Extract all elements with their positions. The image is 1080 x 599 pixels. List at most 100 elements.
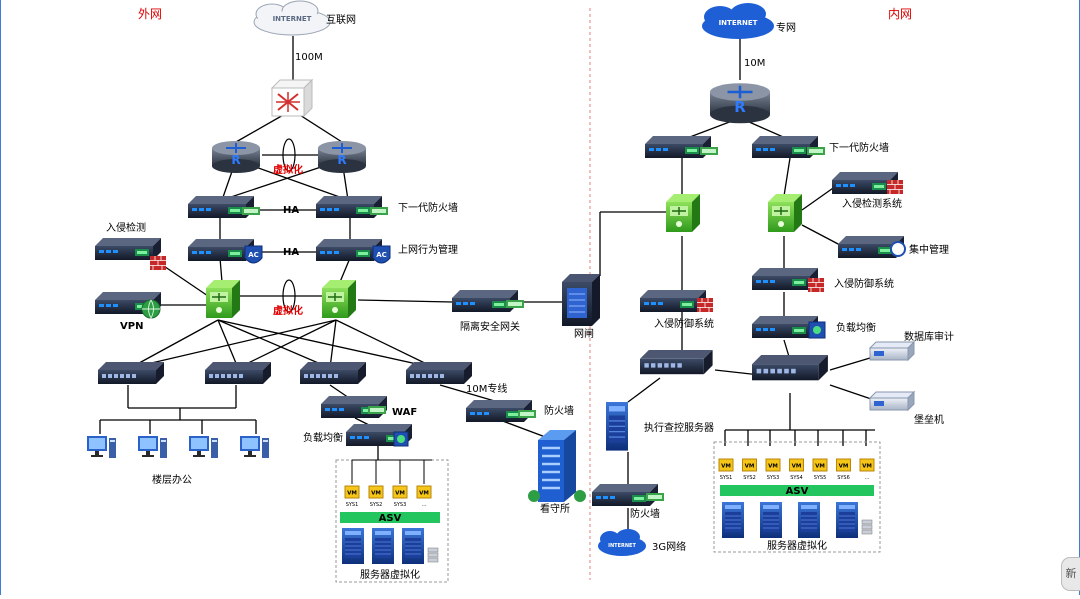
dedicated-line-label: 10M专线 xyxy=(466,382,507,395)
vm-row: VMSYS1VMSYS2VMSYS3VMSYS4VMSYS5VMSYS6VM..… xyxy=(718,458,875,481)
disk-stack-icon xyxy=(427,547,439,563)
vm-label: VM xyxy=(792,464,802,470)
isolation-gateway-label: 隔离安全网关 xyxy=(460,320,520,333)
guard-firewall-label: 防火墙 xyxy=(544,404,574,417)
internal-core-right-icon xyxy=(767,193,803,233)
sys-label: SYS3 xyxy=(767,475,780,481)
cloud-text: INTERNET xyxy=(719,19,758,27)
sys-label: ... xyxy=(422,502,427,508)
internal-core-left-icon xyxy=(665,193,701,233)
cloud-text: INTERNET xyxy=(273,15,312,23)
vm-label: VM xyxy=(721,464,731,470)
private-network-cloud-icon: INTERNET xyxy=(702,3,774,39)
server-icon xyxy=(721,501,745,539)
vm-label: VM xyxy=(371,491,381,497)
globe-icon xyxy=(141,299,161,319)
ng-firewall-label: 下一代防火墙 xyxy=(829,141,889,154)
sys-label: SYS2 xyxy=(743,475,756,481)
vm-box xyxy=(368,485,384,499)
firewall-brick-icon xyxy=(807,277,825,293)
cloud-text: INTERNET xyxy=(608,543,636,549)
asv-bar xyxy=(720,485,874,496)
vm-box xyxy=(765,458,781,472)
db-audit-label: 数据库审计 xyxy=(904,330,954,343)
border-router-icon xyxy=(270,78,314,118)
vm-label: VM xyxy=(347,491,357,497)
vm-label: VM xyxy=(768,464,778,470)
guard-label: 看守所 xyxy=(540,502,570,515)
office-label: 楼层办公 xyxy=(152,473,192,486)
sys-label: ... xyxy=(865,475,870,481)
gatekeeper-icon xyxy=(562,274,600,326)
access-switch-icon xyxy=(205,362,271,384)
vm-box xyxy=(812,458,828,472)
server-icon xyxy=(759,501,783,539)
3g-cloud-icon: INTERNET xyxy=(598,529,646,556)
internal-switch-left-icon xyxy=(640,350,713,375)
central-mgmt-label: 集中管理 xyxy=(909,243,949,256)
mgmt-badge-icon xyxy=(890,241,906,257)
disk-stack-icon xyxy=(861,519,873,535)
bandwidth-label: 10M xyxy=(744,58,765,69)
sys-label: SYS6 xyxy=(837,475,850,481)
vm-box xyxy=(742,458,757,472)
internal-load-balancer-label: 负载均衡 xyxy=(836,321,876,334)
core-switch-right-icon xyxy=(321,279,357,319)
firewall-module-icon xyxy=(370,207,388,215)
ac-text: AC xyxy=(376,251,387,259)
gatekeeper-label: 网闸 xyxy=(574,327,594,340)
vm-box xyxy=(789,458,804,472)
private-network-label: 专网 xyxy=(776,21,796,34)
sys-label: SYS2 xyxy=(370,502,383,508)
behavior-mgmt-left-icon xyxy=(188,239,254,261)
router-left-icon xyxy=(211,140,261,174)
corner-badge[interactable]: 新 xyxy=(1061,557,1080,591)
ids-system-label: 入侵检测系统 xyxy=(842,197,902,210)
sys-label: SYS5 xyxy=(814,475,827,481)
ids-label: 入侵检测 xyxy=(106,221,146,234)
vm-label: VM xyxy=(839,464,849,470)
asv-label: ASV xyxy=(786,486,809,497)
sys-label: SYS3 xyxy=(394,502,407,508)
bastion-device-icon xyxy=(868,390,916,412)
asv-label: ASV xyxy=(379,513,402,524)
3g-network-label: 3G网络 xyxy=(652,540,686,553)
vm-label: VM xyxy=(419,491,429,497)
server-icon xyxy=(371,527,395,565)
zone-label-external: 外网 xyxy=(138,7,162,21)
behavior-mgmt-label: 上网行为管理 xyxy=(398,243,458,256)
internet-label: 互联网 xyxy=(326,14,356,26)
internal-server-virtualization-label: 服务器虚拟化 xyxy=(767,539,827,552)
db-audit-device-icon xyxy=(868,340,916,362)
vm-box xyxy=(392,485,408,499)
waf-module-icon xyxy=(368,406,386,414)
access-switch-icon xyxy=(406,362,472,384)
vm-box xyxy=(836,458,851,472)
vm-label: VM xyxy=(815,464,825,470)
virtualization-label: 虚拟化 xyxy=(273,304,303,317)
server-virtualization-label: 服务器虚拟化 xyxy=(360,568,420,581)
access-switch-icon xyxy=(300,362,366,384)
router-right-icon xyxy=(317,140,367,174)
vm-box xyxy=(416,485,432,499)
pc-icon xyxy=(189,436,218,458)
bastion-label: 堡垒机 xyxy=(914,413,944,426)
vm-box xyxy=(718,458,734,472)
server-icon xyxy=(835,501,859,539)
internal-switch-right-icon xyxy=(752,355,828,381)
virtualization-link-ellipse xyxy=(282,138,296,172)
firewall-module-icon xyxy=(518,410,536,418)
ips-label: 入侵防御系统 xyxy=(834,277,894,290)
gateway-module-icon xyxy=(506,300,524,308)
server-icon xyxy=(341,527,365,565)
access-switch-icon xyxy=(98,362,164,384)
pc-icon xyxy=(138,436,167,458)
firewall-brick-icon xyxy=(886,179,904,195)
load-balancer-badge-dot xyxy=(397,435,405,443)
ha-label: HA xyxy=(283,247,299,258)
internal-server-virtualization-box xyxy=(713,441,881,553)
ac-text: AC xyxy=(248,251,259,259)
ng-firewall-label: 下一代防火墙 xyxy=(398,201,458,214)
